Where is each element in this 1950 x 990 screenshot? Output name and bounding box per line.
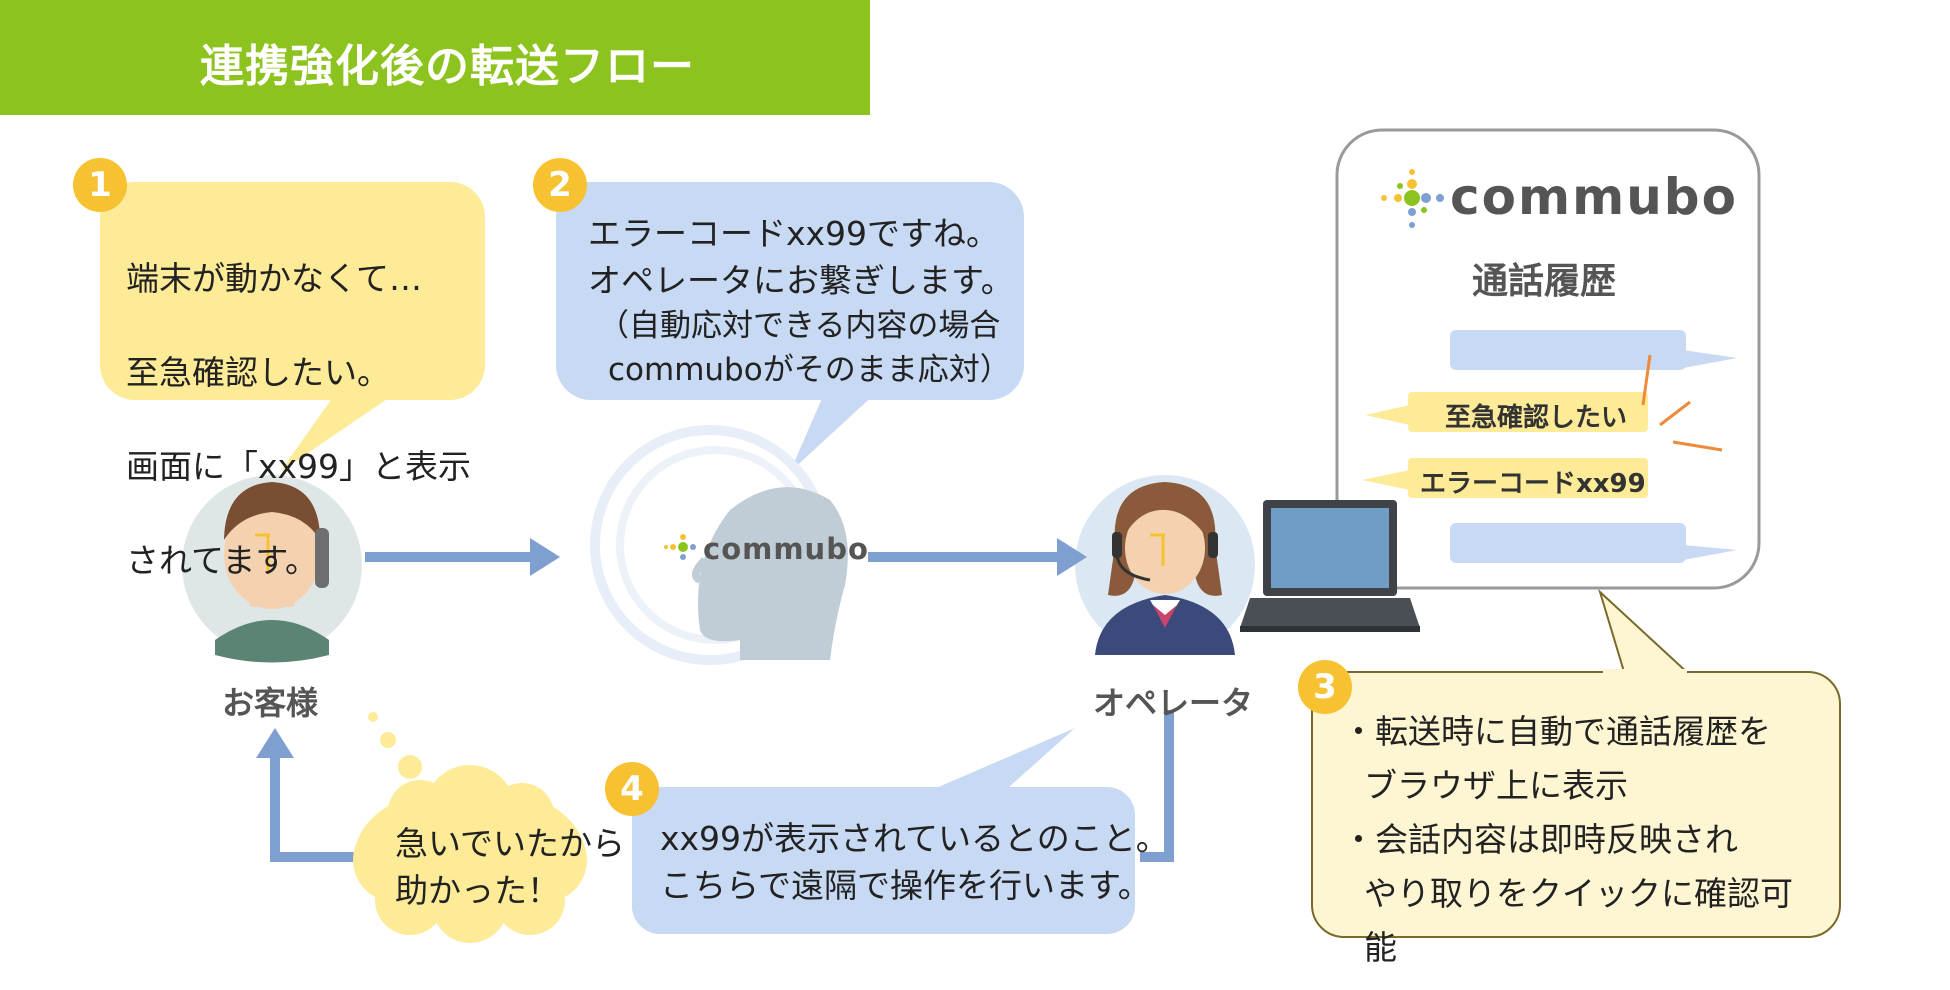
history-message: 至急確認したい (1445, 403, 1628, 433)
step2-badge: 2 (533, 158, 587, 212)
step2-line: エラーコードxx99ですね。 (588, 214, 1000, 253)
operator-label: オペレータ (1093, 684, 1254, 722)
header-bar (0, 0, 870, 115)
history-msg-1-shape (1365, 392, 1648, 432)
thought-text: 急いでいたから 助かった！ (395, 820, 625, 914)
step2-bubble (556, 182, 1024, 472)
step2-note: （自動応対できる内容の場合 (598, 308, 1001, 344)
laptop-icon (1240, 500, 1420, 632)
thought-line: 助かった！ (395, 871, 560, 910)
commubo-head-icon (590, 425, 848, 665)
step4-line: xx99が表示されているとのこと。 (660, 819, 1169, 858)
step1-line: 画面に「xx99」と表示 (126, 447, 472, 486)
history-bar-bottom (1450, 523, 1737, 563)
history-message: エラーコードxx99 (1420, 469, 1646, 499)
step3-text: ・転送時に自動で通話履歴を ブラウザ上に表示 ・会話内容は即時反映され やり取り… (1342, 705, 1822, 975)
customer-avatar (182, 475, 362, 663)
step4-line: こちらで遠隔で操作を行います。 (660, 866, 1151, 905)
step3-line: やり取りをクイックに確認可能 (1364, 874, 1793, 967)
step3-badge: 3 (1298, 660, 1352, 714)
step2-text: エラーコードxx99ですね。 オペレータにお繋ぎします。 （自動応対できる内容の… (588, 210, 1018, 392)
step1-line: 至急確認したい。 (126, 353, 390, 392)
customer-label: お客様 (222, 684, 319, 722)
step2-note: commuboがそのまま応対） (608, 352, 1011, 388)
step3-line: ・会話内容は即時反映され (1342, 820, 1738, 859)
step1-line: 端末が動かなくて… (126, 259, 423, 298)
commubo-small-logo-mark (664, 534, 696, 560)
step4-bubble (632, 728, 1135, 934)
commubo-small-logo: commubo (703, 532, 869, 566)
step2-line: オペレータにお繋ぎします。 (588, 261, 1014, 300)
history-msg-2-shape (1362, 458, 1648, 498)
page-title: 連携強化後の転送フロー (200, 41, 695, 92)
history-panel-logo: commubo (1450, 168, 1738, 226)
flow-arrows (256, 538, 1174, 862)
step3-bubble (1311, 588, 1841, 938)
thought-cloud (353, 712, 587, 943)
step4-text: xx99が表示されているとのこと。 こちらで遠隔で操作を行います。 (660, 815, 1169, 909)
alert-lines (1641, 354, 1723, 452)
step1-bubble (100, 182, 485, 472)
step3-line: ・転送時に自動で通話履歴を (1342, 712, 1771, 751)
step1-line: されてます。 (126, 541, 319, 580)
step1-badge: 1 (73, 158, 127, 212)
step4-badge: 4 (605, 762, 659, 816)
thought-line: 急いでいたから (395, 824, 626, 863)
step1-text: 端末が動かなくて… 至急確認したい。 画面に「xx99」と表示 されてます。 (126, 208, 471, 631)
step3-line: ブラウザ上に表示 (1364, 766, 1628, 805)
history-panel-title: 通話履歴 (1472, 261, 1617, 302)
commubo-logo-mark (1381, 169, 1444, 228)
history-bar-top (1450, 330, 1737, 370)
operator-avatar (1075, 475, 1255, 655)
